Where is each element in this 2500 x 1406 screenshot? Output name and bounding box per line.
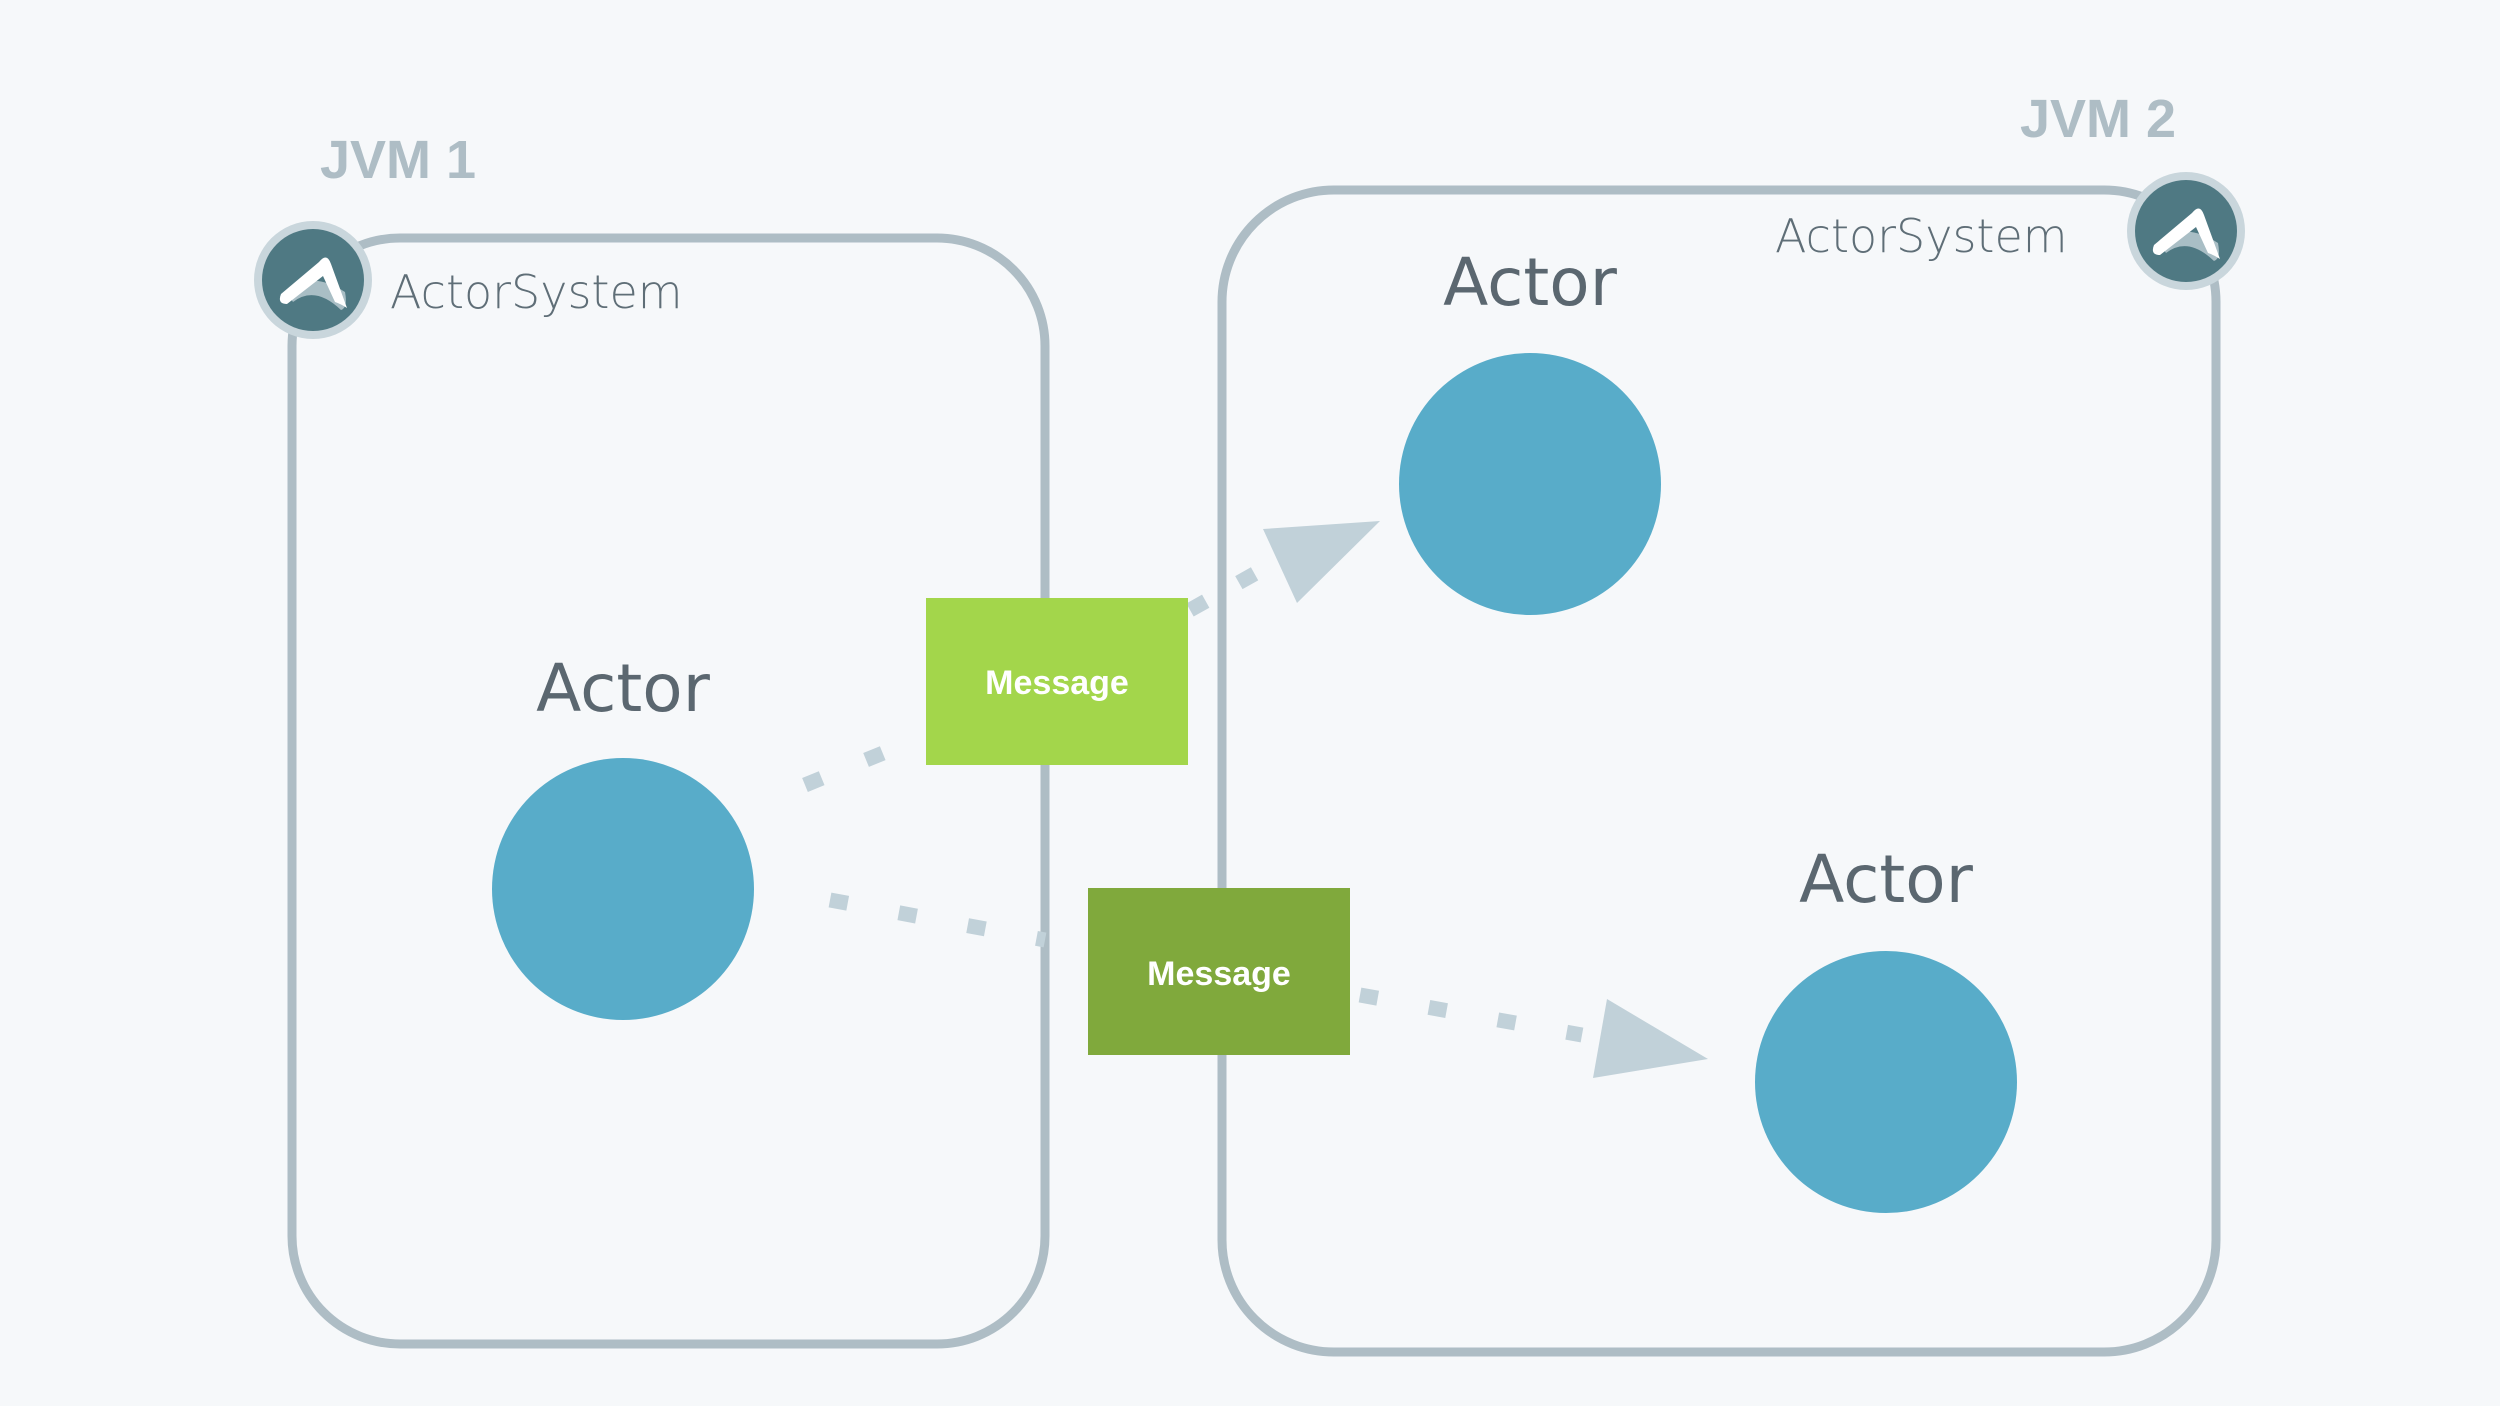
actor-node: [1755, 951, 2017, 1213]
jvm-2-system-label: ActorSystem: [1775, 209, 2068, 263]
message-box-2: Message: [1088, 888, 1350, 1055]
arrow-line-actor-to-message-1: [802, 728, 930, 792]
jvm-2-actorsystem-box: [1217, 185, 2221, 1357]
actor-label: Actor: [536, 650, 711, 727]
actor-label: Actor: [1443, 244, 1618, 321]
jvm-1-label: JVM 1: [320, 130, 476, 190]
arrow-line-message-2-to-actor: [1358, 987, 1584, 1043]
actor-jvm2-bottom: Actor: [1755, 841, 2017, 1213]
arrow-line-message-1-to-actor: [1186, 561, 1269, 617]
message-arrow-lower: [828, 892, 1708, 1078]
actor-jvm1: Actor: [492, 650, 754, 1020]
jvm-2-label: JVM 2: [2020, 89, 2176, 149]
message-2-rect: [1088, 888, 1350, 1055]
message-1-rect: [926, 598, 1188, 765]
actor-label: Actor: [1799, 841, 1974, 918]
jvm-1-group: JVM 1 ActorSystem: [287, 130, 1050, 1349]
actor-node: [492, 758, 754, 1020]
arrowhead-lower: [1593, 999, 1708, 1078]
arrow-line-actor-to-message-2: [828, 892, 1047, 948]
actor-node: [1399, 353, 1661, 615]
message-1-label: Message: [985, 664, 1129, 702]
jvm-2-group: JVM 2 ActorSystem: [1217, 89, 2221, 1357]
akka-logo-icon: [2127, 172, 2245, 290]
message-2-label: Message: [1147, 955, 1291, 993]
actor-jvm2-top: Actor: [1399, 244, 1661, 615]
akka-logo-icon: [254, 221, 372, 339]
message-arrow-upper: [802, 521, 1380, 792]
message-box-1: Message: [926, 598, 1188, 765]
jvm-1-actorsystem-box: [287, 233, 1050, 1349]
jvm-1-system-label: ActorSystem: [390, 265, 683, 319]
arrowhead-upper: [1263, 521, 1380, 603]
